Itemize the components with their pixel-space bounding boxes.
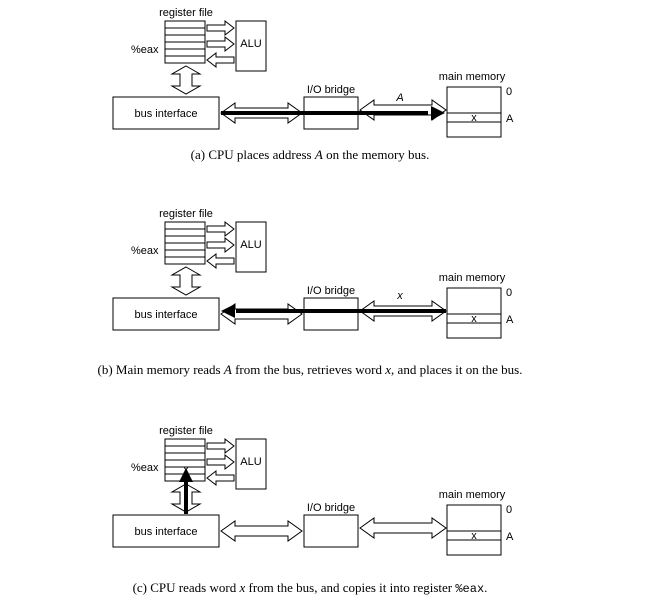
- caption-c: (c) CPU reads word x from the bus, and c…: [133, 580, 488, 596]
- solid-copy-arrowhead: [179, 468, 193, 482]
- reg-to-alu-arrow-1: [206, 19, 235, 37]
- io-bridge: [303, 514, 359, 548]
- caption-a-part-0: (a) CPU places address: [191, 147, 315, 162]
- caption-b-part-1: A: [223, 362, 232, 377]
- panel-b: register file %eax ALU bus interface I/O bri…: [98, 208, 523, 377]
- register-file-label: register file: [159, 7, 213, 19]
- reg-to-alu-arrow-2: [206, 236, 235, 254]
- memory-word-x: x: [471, 112, 477, 124]
- caption-c-part-0: (c) CPU reads word: [133, 580, 240, 595]
- main-memory-label: main memory: [439, 71, 506, 83]
- caption-b-part-4: , and places it on the bus.: [391, 362, 522, 377]
- memory-word-x: x: [471, 313, 477, 325]
- alu-label: ALU: [240, 38, 261, 50]
- main-memory: [446, 504, 502, 556]
- bus-interface-label: bus interface: [135, 526, 198, 538]
- address-zero-label: 0: [506, 86, 512, 98]
- solid-data-arrowhead: [221, 304, 235, 318]
- bus-interface: [112, 514, 220, 548]
- system-bus-arrow: [220, 520, 303, 542]
- io-bridge-label: I/O bridge: [307, 285, 355, 297]
- eax-word-x: x: [183, 464, 189, 476]
- eax-label: %eax: [131, 44, 159, 56]
- reg-to-alu-arrow-2: [206, 453, 235, 471]
- alu-to-reg-arrow: [206, 469, 235, 487]
- caption-c-part-3: %eax: [455, 582, 484, 596]
- reg-to-alu-arrow-1: [206, 220, 235, 238]
- caption-b-part-3: x: [384, 362, 391, 377]
- main-memory: [446, 86, 502, 138]
- solid-address-arrowhead: [431, 106, 445, 120]
- reg-bus-vertical-arrow: [170, 266, 202, 296]
- address-a-label: A: [506, 113, 514, 125]
- io-bridge-label: I/O bridge: [307, 84, 355, 96]
- alu-to-reg-arrow: [206, 252, 235, 270]
- caption-b: (b) Main memory reads A from the bus, re…: [98, 362, 523, 377]
- address-a-label: A: [506, 314, 514, 326]
- alu-label: ALU: [240, 239, 261, 251]
- panel-c: register file %eax ALU bus interface I/O bri…: [112, 425, 514, 596]
- io-bridge: [303, 297, 359, 331]
- memory-word-x: x: [471, 530, 477, 542]
- caption-b-part-2: from the bus, retrieves word: [232, 362, 385, 377]
- memory-bus-arrow: [359, 517, 447, 539]
- alu-label: ALU: [240, 456, 261, 468]
- bus-label-a: A: [395, 92, 403, 104]
- register-file-label: register file: [159, 208, 213, 220]
- bus-interface: [112, 96, 220, 130]
- io-bridge-label: I/O bridge: [307, 502, 355, 514]
- address-zero-label: 0: [506, 504, 512, 516]
- alu: [235, 438, 267, 490]
- solid-copy-bar: [184, 477, 188, 514]
- main-memory-label: main memory: [439, 489, 506, 501]
- alu-to-reg-arrow: [206, 51, 235, 69]
- caption-c-part-1: x: [238, 580, 245, 595]
- panel-a: register file %eax ALU bus interface I/O bri…: [112, 7, 514, 162]
- eax-label: %eax: [131, 462, 159, 474]
- caption-a-part-2: on the memory bus.: [323, 147, 430, 162]
- address-zero-label: 0: [506, 287, 512, 299]
- address-a-label: A: [506, 531, 514, 543]
- reg-to-alu-arrow-2: [206, 35, 235, 53]
- reg-to-alu-arrow-1: [206, 437, 235, 455]
- main-memory-label: main memory: [439, 272, 506, 284]
- bus-label-b: x: [396, 290, 403, 302]
- caption-a-part-1: A: [314, 147, 323, 162]
- caption-c-part-2: from the bus, and copies it into registe…: [245, 580, 455, 595]
- caption-b-part-0: (b) Main memory reads: [98, 362, 224, 377]
- alu: [235, 20, 267, 72]
- main-memory: [446, 287, 502, 339]
- register-file-label: register file: [159, 425, 213, 437]
- solid-data-bar: [236, 309, 446, 313]
- caption-c-part-4: .: [484, 580, 487, 595]
- bus-interface-label: bus interface: [135, 108, 198, 120]
- bus-interface: [112, 297, 220, 331]
- reg-bus-vertical-arrow: [170, 65, 202, 95]
- bus-interface-label: bus interface: [135, 309, 198, 321]
- eax-label: %eax: [131, 245, 159, 257]
- caption-a: (a) CPU places address A on the memory b…: [191, 147, 430, 162]
- solid-address-bar: [221, 111, 428, 115]
- alu: [235, 221, 267, 273]
